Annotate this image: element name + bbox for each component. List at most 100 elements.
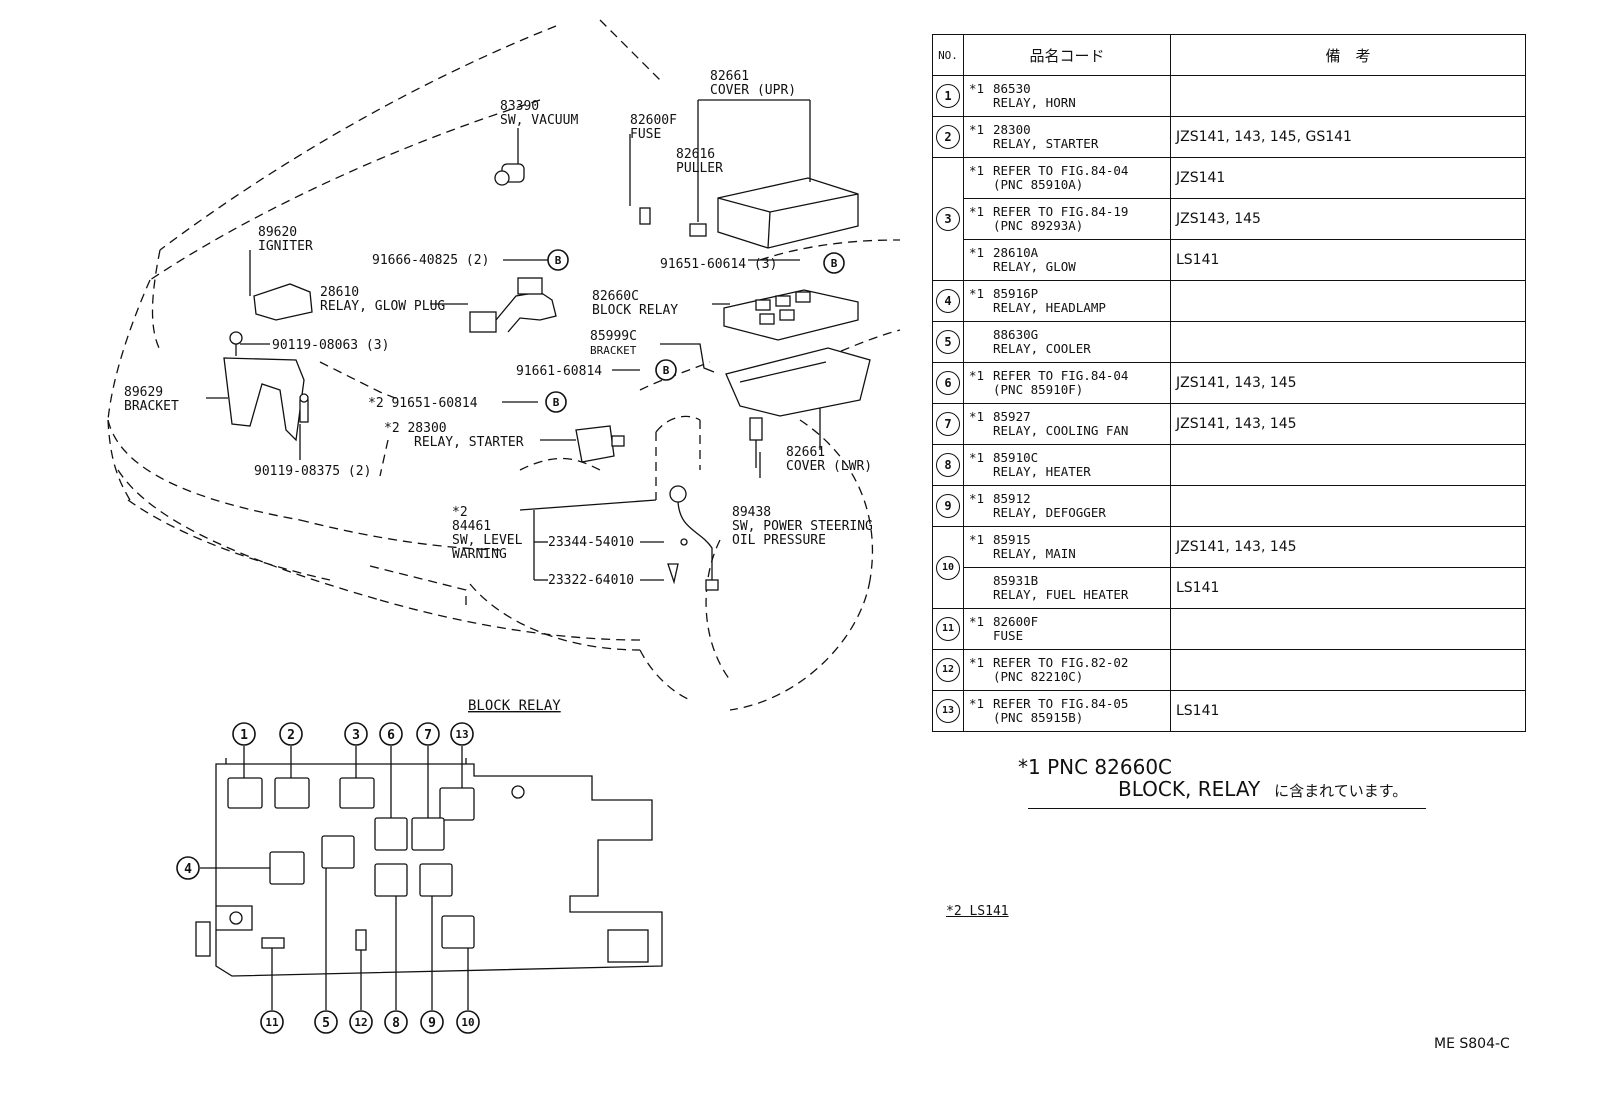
svg-text:91666-40825 (2): 91666-40825 (2) [372,253,489,268]
row-number-cell: 6 [932,362,964,404]
callout-82616: 82616 PULLER [676,147,723,176]
svg-text:91651-60614 (3): 91651-60614 (3) [660,257,777,272]
starter-relay-part [575,425,625,463]
row-number-cell: 1 [932,75,964,117]
igniter-part [253,283,313,321]
svg-text:82660C: 82660C [592,289,639,304]
svg-text:84461: 84461 [452,519,491,534]
block-relay-title: BLOCK RELAY [468,698,561,714]
remarks-cell [1170,608,1526,650]
part-mark: *1 [969,81,985,96]
row-number-cell: 5 [932,321,964,363]
part-name: RELAY, HEADLAMP [993,300,1106,315]
figure-code: ME S804-C [1434,1036,1510,1052]
part-code: 85910C [993,450,1039,465]
part-name: RELAY, GLOW [993,259,1076,274]
block-relay-slots [227,777,475,951]
svg-text:FUSE: FUSE [630,127,661,142]
svg-text:B: B [553,396,560,409]
row-number-badge: 4 [936,289,960,313]
part-name: (PNC 85910F) [993,382,1084,397]
part-code: 86530 [993,81,1031,96]
power-steering-switch-part [749,417,763,468]
part-name: (PNC 82210C) [993,669,1084,684]
part-code: 85912 [993,491,1031,506]
svg-text:89620: 89620 [258,225,297,240]
svg-text:*2: *2 [452,505,468,520]
svg-text:BRACKET: BRACKET [124,399,179,414]
bracket-85999c-part [684,343,715,373]
svg-text:4: 4 [184,862,192,877]
row-number-badge: 9 [936,494,960,518]
svg-text:7: 7 [424,728,432,743]
svg-text:3: 3 [352,728,360,743]
row-number-cell: 12 [932,649,964,691]
note1-underline [1028,808,1426,809]
row-number-badge: 3 [936,207,960,231]
part-code: 82600F [993,614,1039,629]
row-number-cell: 2 [932,116,964,158]
remarks-cell [1170,321,1526,363]
part-name: RELAY, FUEL HEATER [993,587,1129,602]
part-code-line: *1 86530 [969,82,1165,96]
part-code: REFER TO FIG.84-04 [993,163,1129,178]
part-code: 85931B [993,573,1039,588]
callout-2-91651-60814: *2 91651-60814 [368,396,478,411]
part-name: RELAY, MAIN [993,546,1076,561]
callout-23344-54010: 23344-54010 [548,535,634,550]
callout-83390: 83390 SW, VACUUM [500,99,578,128]
svg-text:10: 10 [461,1016,474,1029]
remarks-cell: LS141 [1170,239,1526,281]
svg-text:91661-60814: 91661-60814 [516,364,602,379]
upper-cover-part [717,177,859,249]
svg-text:BLOCK RELAY: BLOCK RELAY [592,303,678,318]
part-code: REFER TO FIG.82-02 [993,655,1129,670]
row-number-badge: 8 [936,453,960,477]
svg-text:PULLER: PULLER [676,161,723,176]
svg-text:6: 6 [387,728,395,743]
part-name: FUSE [993,628,1024,643]
part-name: RELAY, DEFOGGER [993,505,1106,520]
part-code: 85915 [993,532,1031,547]
part-name: RELAY, COOLING FAN [993,423,1129,438]
part-mark: *1 [969,696,985,711]
callout-91661-60814: 91661-60814 [516,364,602,379]
remarks-cell [1170,485,1526,527]
level-warning-switch-part [655,415,719,591]
svg-text:COVER (UPR): COVER (UPR) [710,83,796,98]
svg-text:89438: 89438 [732,505,771,520]
svg-text:COVER (LWR): COVER (LWR) [786,459,872,474]
part-code: 88630G [993,327,1039,342]
callout-82661-lower: 82661 COVER (LWR) [786,445,872,474]
row-number-cell: 4 [932,280,964,322]
svg-text:90119-08375 (2): 90119-08375 (2) [254,464,371,479]
fuse-part [639,207,651,225]
marker-b: B [545,391,567,413]
note1-japanese: に含まれています。 [1274,782,1408,800]
svg-text:OIL PRESSURE: OIL PRESSURE [732,533,826,548]
part-name: RELAY, HEATER [993,464,1091,479]
part-mark: *1 [969,245,985,260]
svg-text:RELAY, STARTER: RELAY, STARTER [414,435,524,450]
remarks-cell [1170,444,1526,486]
svg-text:8: 8 [392,1016,400,1031]
